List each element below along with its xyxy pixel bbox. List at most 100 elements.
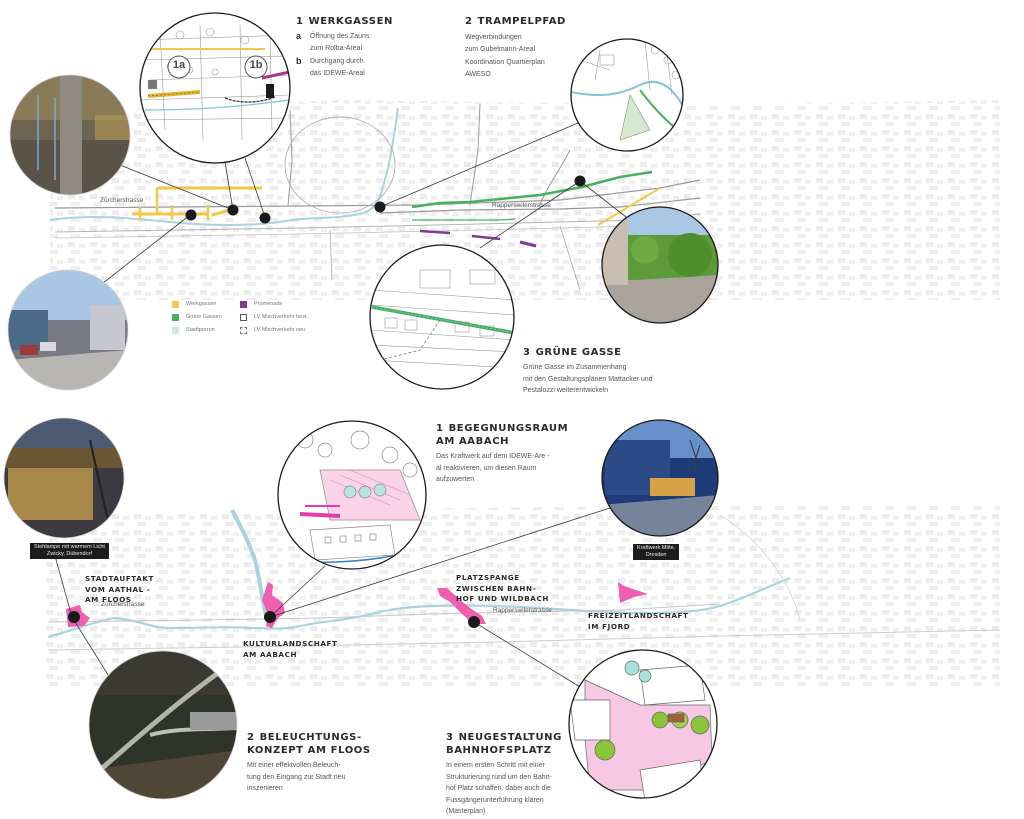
marker-werkgassen-b [227,204,239,216]
text-line: inszenieren [247,785,283,792]
legend-label: Grüne Gassen [186,314,222,320]
zone-label-line: KULTURLANDSCHAFT [243,639,338,648]
legend-swatch-outline-dashed [240,326,247,334]
text-line: Durchgang durch [310,58,364,65]
legend-label: Werkgassen [186,301,217,307]
text-line: aufzuwerten [436,476,475,483]
legend-item-werkgassen: Werkgassen [172,298,240,310]
road-north-1 [287,109,293,207]
section-heading: 1 WERKGASSEN [296,15,393,28]
caption-line: Dresden [645,552,667,558]
photo-tree-fence [9,74,131,196]
section-title: GRÜNE GASSE [535,347,622,358]
sketch-bahnhofsplatz [568,649,718,799]
text-line: Fussgängerunterführung klären [446,796,544,804]
text-line: In einem ersten Schritt mit einer [446,762,545,769]
subsection-letter: b [296,56,302,66]
section-title-line: BAHNHOFSPLATZ [446,745,552,756]
river-bottom [47,576,791,639]
photo-caption-stehlampe: Stehlampe mit warmem Licht Zwicky, Düben… [30,543,109,559]
caption-line: Zwicky, Dübendorf [46,551,93,557]
caption-line: Stehlampe mit warmem Licht [34,544,105,550]
legend-swatch-purple [240,300,247,308]
section-number: 3 [523,347,531,358]
text-line: AWESO [465,70,491,78]
callout-1b: 1b [249,59,263,71]
legend-item-stadtperron: Stadtperron [172,324,240,336]
promenade-routes [419,229,537,248]
zone-label-line: HOF UND WILDBACH [456,594,549,603]
legend-item-gruene-gassen: Grüne Gassen [172,311,240,323]
marker-gruene-gasse [574,175,586,187]
street-label-rapperswilerstrasse: Rapperswilerstrasse [493,607,552,614]
legend-label: Stadtperron [186,327,215,333]
text-line: zum Gubelmann-Areal [465,45,536,53]
zone-label-line: ZWISCHEN BAHN- [456,583,537,593]
road-north-2 [469,103,481,206]
text-line: Öffnung des Zauns [310,33,370,40]
text-line: Pestalozzi weiterentwickeln [523,387,609,394]
road-north-3 [539,149,571,206]
gruene-gassen-routes [411,170,653,221]
legend-label: LV Mischverkehr best. [254,314,309,320]
subsection-text: Durchgang durch das IDEWE-Areal [310,56,365,79]
text-line: Strukturierung rund um den Bahn- [446,773,552,781]
text-line: Wegverbindungen [465,34,522,41]
section-title-line: KONZEPT AM FLOOS [247,745,371,756]
section-number: 3 [446,732,454,743]
text-line: Grüne Gasse im Zusammenhang [523,364,627,371]
marker-bahnhofsplatz [468,616,480,628]
street-label-rapperswilerstrasse: Rapperswilerstrasse [492,202,551,209]
zone-label-line: AM FLOOS [85,595,132,604]
bottom-markers [68,611,480,628]
zone-label-line: PLATZSPANGE [456,573,520,582]
legend-swatch-yellow [172,300,179,308]
photo-aerial-lighting [88,650,238,800]
section-title-line: AM AABACH [436,436,510,447]
section-werkgassen: 1 WERKGASSEN a Öffnung des Zauns zum Rolb… [296,15,393,79]
text-line: tung den Eingang zur Stadt neu [247,773,346,781]
text-line: Mit einer effektvollen Beleuch- [247,762,341,769]
zone-fjord [618,582,648,603]
plan-begegnungsraum-detail [277,420,427,570]
legend-swatch-outline-solid [240,313,247,321]
road-zuercherstrasse-bottom [47,603,721,623]
bottom-map-area [45,505,1000,690]
marker-werkgassen-a [185,209,197,221]
marker-aabach [264,611,276,623]
section-number: 1 [436,423,444,434]
zone-label-line: IM FJORD [588,621,631,631]
section-text: Wegverbindungen zum Gubelmann-Areal Koor… [465,32,566,80]
section-title: WERKGASSEN [308,16,393,27]
legend-swatch-mint [172,326,179,334]
zone-platzspange [437,588,486,624]
marker-floos [68,611,80,623]
section-text: In einem ersten Schritt mit einer Strukt… [446,760,562,818]
text-line: mit den Gestaltungsplänen Mattacker und [523,375,653,383]
road-rapperswilerstrasse-top [379,197,701,214]
legend-label: Promenade [254,301,283,307]
subsection-a: a Öffnung des Zauns zum Rolba-Areal [296,31,393,54]
section-text: Grüne Gasse im Zusammenhang mit den Gest… [523,362,653,397]
road-east-bottom [719,514,801,621]
subsection-b: b Durchgang durch das IDEWE-Areal [296,56,393,79]
subsection-text: Öffnung des Zauns zum Rolba-Areal [310,31,369,54]
legend-swatch-green [172,313,179,321]
road-south-1 [329,229,333,281]
zone-label-line: AM AABACH [243,649,298,659]
marker-werkgassen-c [259,212,271,224]
pink-zones [66,582,648,628]
legend-item-lv-mischverkehr-best: LV Mischverkehr best. [240,311,350,323]
caption-line: Kraftwerk Mitte, [637,545,676,551]
photo-warm-lamp-night [3,417,125,539]
street-label-zuercherstrasse: Zürcherstrasse [100,197,144,204]
section-number: 1 [296,16,304,27]
section-title-line: BELEUCHTUNGS- [259,732,362,743]
marker-trampelpfad [374,201,386,213]
